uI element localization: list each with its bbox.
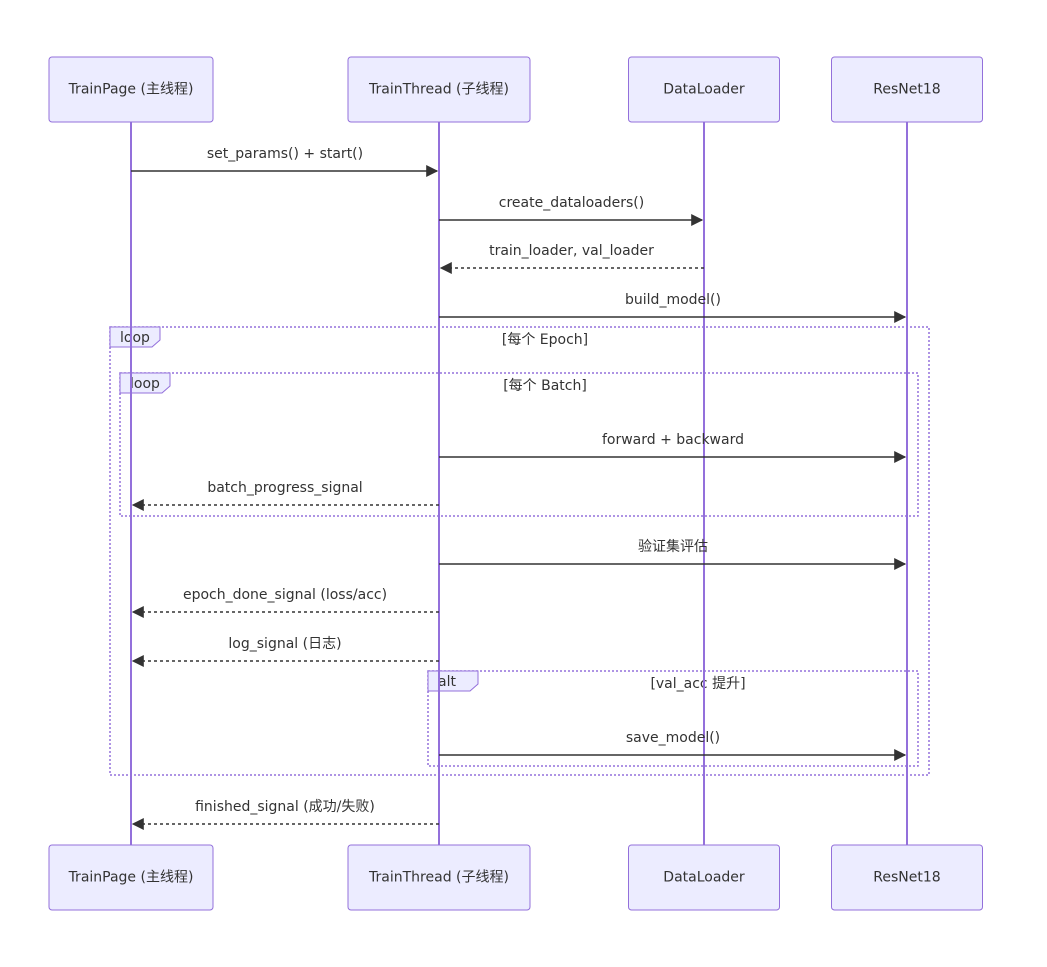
frame-alt-2: alt [val_acc 提升] <box>427 670 919 767</box>
frame-border <box>109 326 930 776</box>
actor-box <box>831 844 983 911</box>
frame-loop-0: loop [每个 Epoch] <box>109 326 930 776</box>
actor-label: TrainPage (主线程) <box>68 870 194 886</box>
message-6: 验证集评估 <box>439 538 907 570</box>
actor-trainthread-bottom: TrainThread (子线程) <box>347 844 531 911</box>
message-label: epoch_done_signal (loss/acc) <box>183 587 387 603</box>
message-8: log_signal (日志) <box>131 636 439 667</box>
actor-trainpage-bottom: TrainPage (主线程) <box>48 844 214 911</box>
actor-label: TrainThread (子线程) <box>368 870 509 886</box>
actor-label: DataLoader <box>663 870 745 886</box>
frame-condition: [每个 Batch] <box>503 378 587 394</box>
message-2: train_loader, val_loader <box>439 243 704 274</box>
message-0: set_params() + start() <box>131 146 439 177</box>
frame-condition: [val_acc 提升] <box>650 676 745 692</box>
actor-box <box>48 56 214 123</box>
message-3: build_model() <box>439 292 907 323</box>
message-label: train_loader, val_loader <box>489 243 654 259</box>
actor-trainpage-top: TrainPage (主线程) <box>48 56 214 123</box>
frame-tab <box>119 372 171 394</box>
frame-border <box>427 670 919 767</box>
message-label: 验证集评估 <box>638 538 708 555</box>
actor-label: DataLoader <box>663 82 745 98</box>
actor-label: ResNet18 <box>873 82 940 98</box>
actor-box <box>347 844 531 911</box>
message-label: build_model() <box>625 292 721 308</box>
message-7: epoch_done_signal (loss/acc) <box>131 587 439 618</box>
actor-box <box>628 844 780 911</box>
message-label: set_params() + start() <box>207 146 363 162</box>
message-9: save_model() <box>439 730 907 761</box>
frame-border <box>119 372 919 517</box>
actor-box <box>831 56 983 123</box>
message-label: log_signal (日志) <box>228 636 341 652</box>
actor-label: ResNet18 <box>873 870 940 886</box>
frame-kind-label: loop <box>120 330 150 346</box>
message-10: finished_signal (成功/失败) <box>131 799 439 830</box>
message-4: forward + backward <box>439 432 907 463</box>
message-1: create_dataloaders() <box>439 195 704 226</box>
frame-kind-label: alt <box>438 674 456 690</box>
actor-trainthread-top: TrainThread (子线程) <box>347 56 531 123</box>
actor-label: TrainThread (子线程) <box>368 82 509 98</box>
frame-tab <box>427 670 479 692</box>
actor-label: TrainPage (主线程) <box>68 82 194 98</box>
frame-condition: [每个 Epoch] <box>502 332 588 348</box>
frame-tab <box>109 326 161 348</box>
actor-box <box>48 844 214 911</box>
message-label: forward + backward <box>602 432 744 448</box>
actor-dataloader-top: DataLoader <box>628 56 780 123</box>
actor-box <box>347 56 531 123</box>
actor-resnet18-bottom: ResNet18 <box>831 844 983 911</box>
message-label: save_model() <box>626 730 720 746</box>
message-5: batch_progress_signal <box>131 480 439 511</box>
frame-kind-label: loop <box>130 376 160 392</box>
actor-dataloader-bottom: DataLoader <box>628 844 780 911</box>
message-label: finished_signal (成功/失败) <box>195 799 375 815</box>
actor-box <box>628 56 780 123</box>
frame-loop-1: loop [每个 Batch] <box>119 372 919 517</box>
message-label: create_dataloaders() <box>499 195 644 211</box>
message-label: batch_progress_signal <box>207 480 362 496</box>
actor-resnet18-top: ResNet18 <box>831 56 983 123</box>
